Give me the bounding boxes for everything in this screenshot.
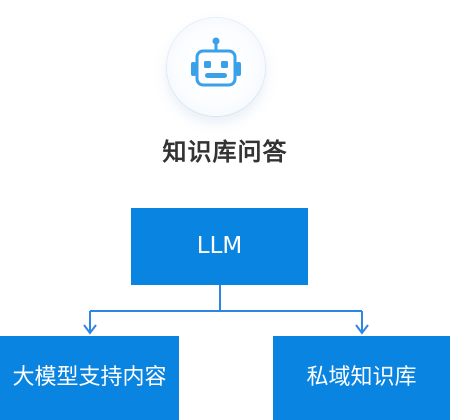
node-private-kb-label: 私域知识库 (306, 365, 417, 391)
page-title: 知识库问答 (162, 138, 288, 166)
arrowhead-right-icon (355, 324, 369, 335)
arrowhead-left-icon (83, 324, 97, 335)
node-model-content: 大模型支持内容 (0, 336, 179, 420)
node-model-content-label: 大模型支持内容 (12, 365, 167, 391)
robot-badge (167, 18, 265, 116)
robot-icon (191, 37, 241, 87)
node-llm: LLM (131, 208, 308, 285)
node-llm-label: LLM (196, 233, 243, 260)
node-private-kb: 私域知识库 (273, 336, 450, 420)
